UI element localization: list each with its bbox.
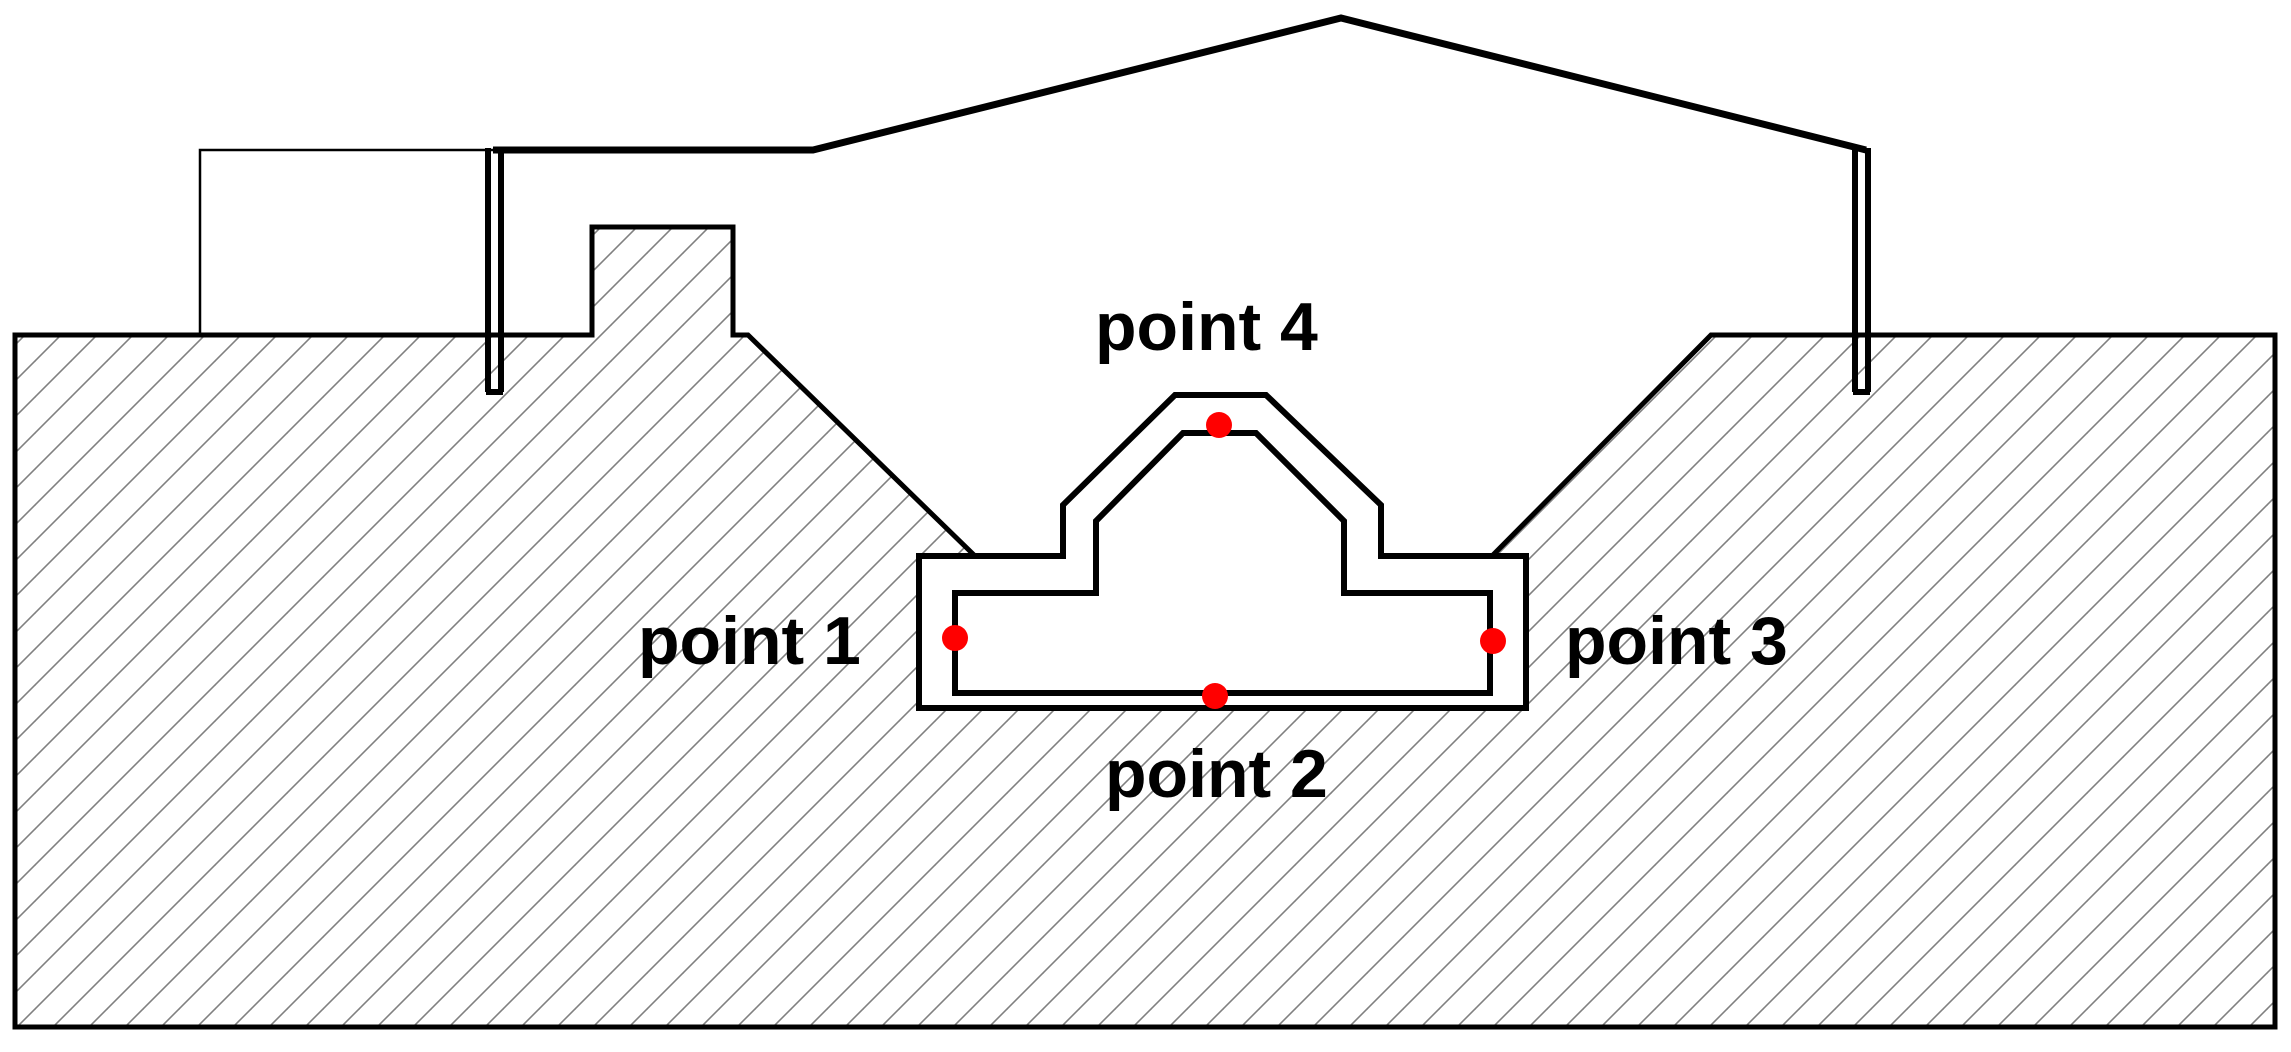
right-wall (1852, 148, 1871, 395)
left-wall (485, 148, 504, 395)
point-2-label: point 2 (1105, 736, 1328, 812)
point-1-marker (942, 625, 968, 651)
point-3-marker (1480, 628, 1506, 654)
point-3-label: point 3 (1565, 603, 1788, 679)
point-2-marker (1202, 683, 1228, 709)
point-4-label: point 4 (1095, 289, 1318, 365)
building-outline (493, 14, 1867, 154)
point-4-marker (1206, 412, 1232, 438)
point-1-label: point 1 (638, 603, 861, 679)
channel-inner-wall (952, 430, 1493, 696)
adjacent-structure (198, 148, 493, 335)
